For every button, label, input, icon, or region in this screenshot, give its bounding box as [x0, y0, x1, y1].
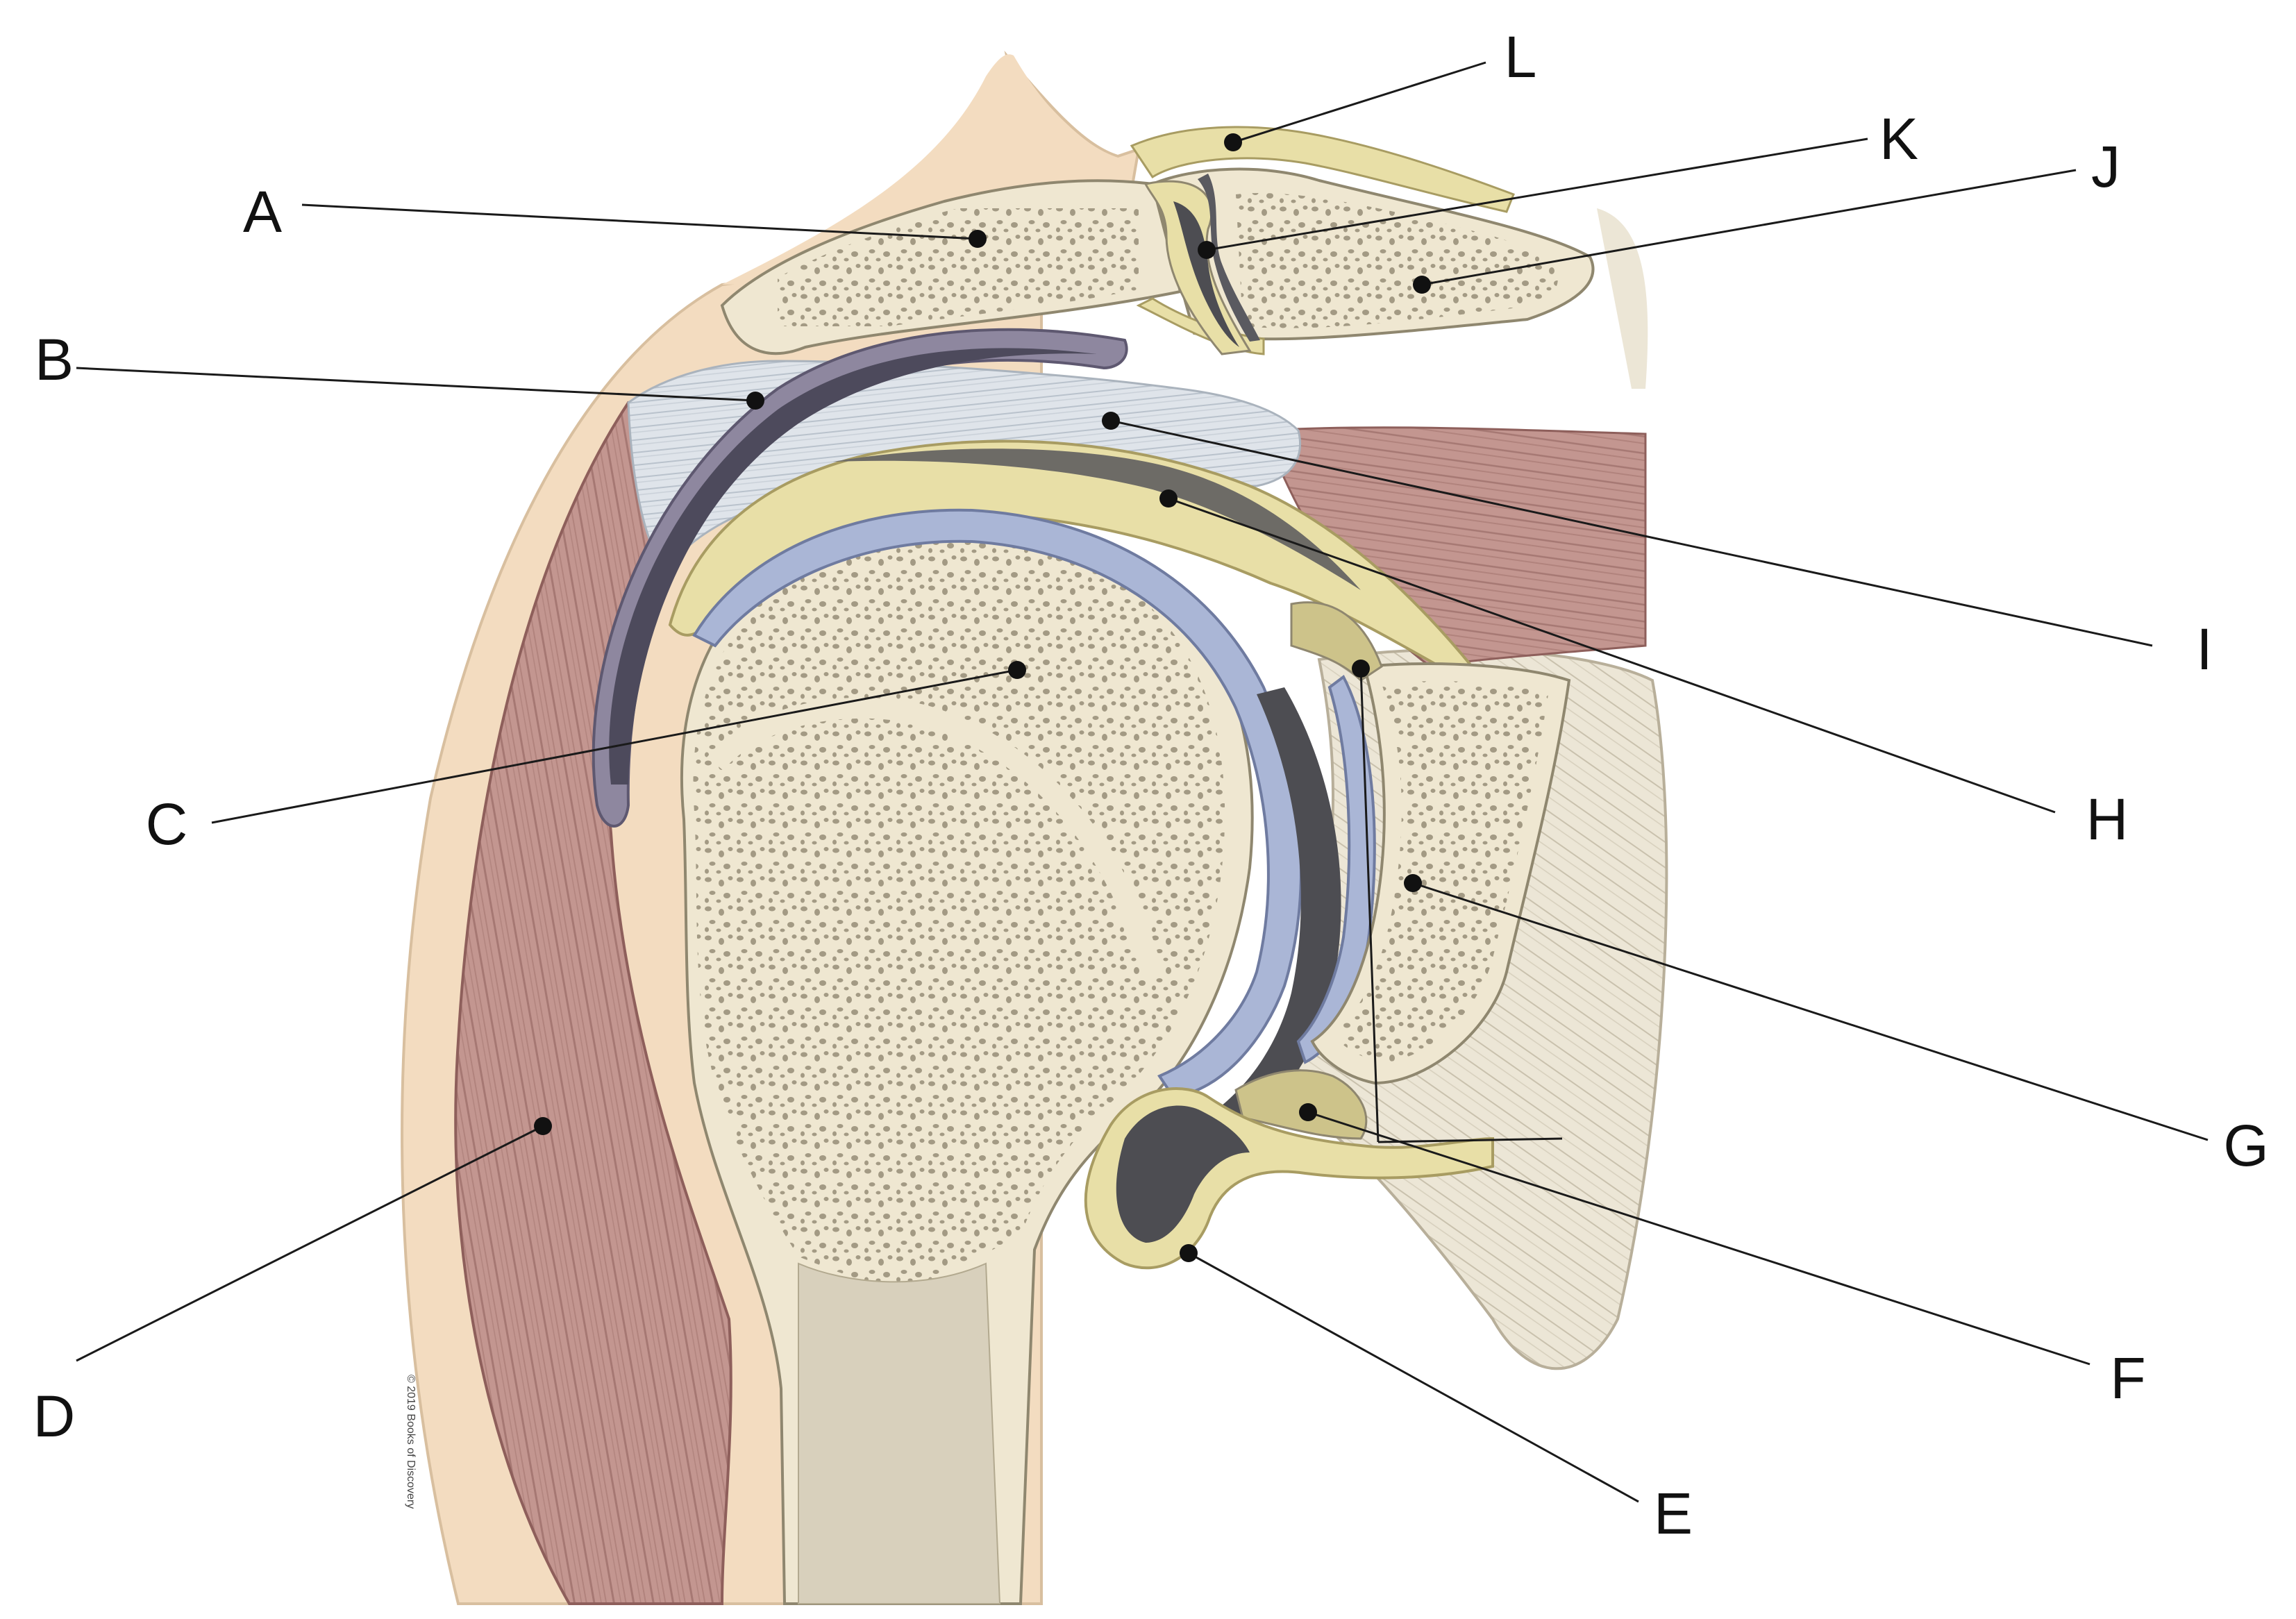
marker-l	[1224, 133, 1242, 151]
humerus-medullary-cavity	[798, 1262, 1001, 1604]
inferior-labrum	[1234, 1069, 1368, 1140]
marker-h	[1159, 489, 1178, 507]
ac-joint-cavity-2	[1198, 174, 1260, 342]
marker-a	[969, 230, 987, 248]
ac-joint-cavity	[1173, 201, 1239, 347]
marker-i	[1102, 412, 1120, 430]
marker-e	[1180, 1244, 1198, 1262]
marker-f2	[1352, 660, 1370, 678]
marker-k	[1198, 241, 1216, 259]
marker-j	[1413, 276, 1431, 294]
marker-b	[746, 392, 764, 410]
subacromial-bursa-cavity	[609, 348, 1097, 785]
scapula-upper	[1597, 208, 1648, 389]
marker-c	[1008, 661, 1026, 679]
leader-lines	[76, 61, 2209, 1503]
marker-g	[1404, 874, 1422, 892]
marker-f	[1299, 1103, 1317, 1121]
label-markers	[534, 133, 1431, 1262]
capsule-inner-dark	[833, 448, 1361, 590]
marker-d	[534, 1117, 552, 1135]
glenoid-cartilage	[1296, 674, 1376, 1064]
axillary-recess-cavity	[1116, 1105, 1250, 1243]
epiphyseal-line	[707, 697, 1163, 975]
